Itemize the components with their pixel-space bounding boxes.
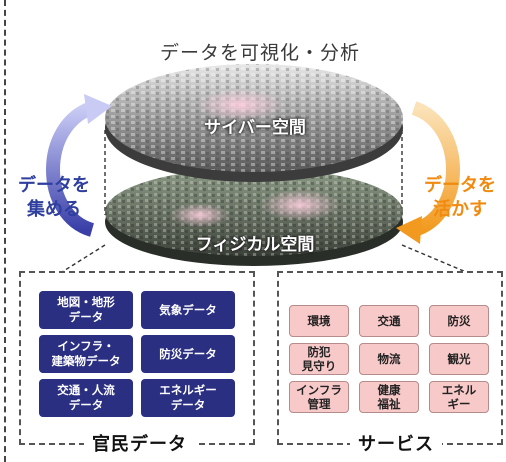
connector-lines	[61, 130, 467, 273]
service-item: 環境	[289, 305, 349, 337]
service-item: 防災	[429, 305, 489, 337]
service-item: 交通	[359, 305, 419, 337]
utilize-data-label: データを 活かす	[424, 175, 496, 220]
left-dashed-border	[4, 0, 6, 462]
collect-data-label: データを 集める	[18, 175, 90, 220]
service-item: 観光	[429, 343, 489, 375]
gov-data-item: 気象データ	[141, 291, 235, 329]
utilize-arrow	[396, 101, 460, 244]
service-item: 防犯見守り	[289, 343, 349, 375]
gov-data-title: 官民データ	[84, 430, 195, 456]
diagram-title: データを可視化・分析	[159, 42, 360, 64]
gov-data-item: 交通・人流データ	[39, 379, 133, 417]
cyber-space-label: サイバー空間	[204, 118, 306, 138]
cyber-space-disk	[105, 64, 403, 182]
gov-data-item: 防災データ	[141, 335, 235, 373]
services-panel: 環境交通防災防犯見守り物流観光インフラ管理健康福祉エネルギー	[277, 271, 503, 445]
service-item: エネルギー	[429, 381, 489, 413]
service-item: 物流	[359, 343, 419, 375]
services-title: サービス	[350, 430, 442, 456]
service-item: インフラ管理	[289, 381, 349, 413]
gov-data-panel: 地図・地形データ気象データインフラ・建築物データ防災データ交通・人流データエネル…	[19, 271, 255, 445]
gov-data-item: 地図・地形データ	[39, 291, 133, 329]
gov-data-item: エネルギーデータ	[141, 379, 235, 417]
physical-space-label: フィジカル空間	[195, 235, 315, 255]
collect-arrow	[46, 94, 112, 237]
service-item: 健康福祉	[359, 381, 419, 413]
gov-data-item: インフラ・建築物データ	[39, 335, 133, 373]
physical-space-disk	[105, 168, 403, 266]
